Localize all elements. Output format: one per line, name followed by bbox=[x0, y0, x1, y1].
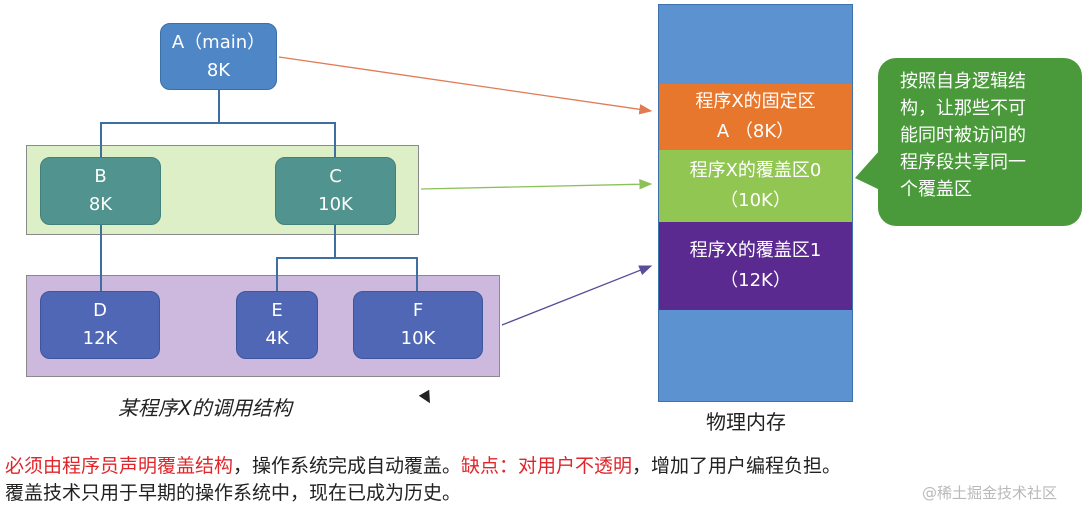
call-structure-caption: 某程序X的调用结构 bbox=[118, 396, 292, 420]
memory-overlay1-line2: （12K） bbox=[720, 270, 791, 291]
note-black-2: ，增加了用户编程负担。 bbox=[632, 455, 842, 477]
bubble-line-2: 构，让那些不可 bbox=[900, 98, 1026, 119]
node-a: A（main） 8K bbox=[160, 23, 277, 90]
memory-overlay1-line1: 程序X的覆盖区1 bbox=[689, 240, 822, 261]
tree-connector bbox=[416, 257, 418, 291]
memory-overlay0-line2: （10K） bbox=[720, 190, 791, 211]
memory-overlay0-line1: 程序X的覆盖区0 bbox=[689, 160, 822, 181]
bubble-line-3: 能同时被访问的 bbox=[900, 125, 1026, 146]
node-a-size: 8K bbox=[206, 59, 231, 81]
node-f: F 10K bbox=[353, 291, 483, 359]
tree-connector bbox=[100, 122, 102, 157]
physical-memory: 程序X的固定区 A （8K） 程序X的覆盖区0 （10K） 程序X的覆盖区1 （… bbox=[658, 4, 853, 402]
arrow-layer1-to-overlay1 bbox=[501, 265, 653, 326]
node-b-size: 8K bbox=[88, 194, 113, 215]
node-c-name: C bbox=[329, 166, 342, 187]
node-c-size: 10K bbox=[318, 194, 353, 215]
node-b-name: B bbox=[94, 166, 107, 187]
arrow-a-to-fixed bbox=[278, 56, 653, 115]
node-d-name: D bbox=[93, 300, 107, 321]
bubble-pointer bbox=[855, 150, 880, 190]
node-d: D 12K bbox=[40, 291, 160, 359]
node-d-size: 12K bbox=[82, 328, 118, 349]
tree-connector bbox=[218, 90, 220, 122]
memory-overlay-area-0: 程序X的覆盖区0 （10K） bbox=[659, 150, 852, 222]
tree-connector bbox=[276, 257, 418, 259]
memory-fixed-line2: A （8K） bbox=[716, 121, 795, 142]
tree-connector bbox=[334, 225, 336, 258]
memory-fixed-area: 程序X的固定区 A （8K） bbox=[659, 84, 852, 150]
node-e-size: 4K bbox=[265, 328, 289, 349]
mouse-cursor-icon bbox=[418, 389, 436, 407]
bubble-line-1: 按照自身逻辑结 bbox=[900, 71, 1026, 92]
node-e: E 4K bbox=[236, 291, 318, 359]
node-f-size: 10K bbox=[400, 328, 436, 349]
arrow-layer0-to-overlay0 bbox=[420, 179, 653, 190]
note-line-2: 覆盖技术只用于早期的操作系统中，现在已成为历史。 bbox=[5, 482, 462, 504]
bubble-line-4: 程序段共享同一 bbox=[900, 152, 1026, 173]
memory-overlay-area-1: 程序X的覆盖区1 （12K） bbox=[659, 222, 852, 310]
memory-fixed-line1: 程序X的固定区 bbox=[695, 91, 816, 112]
node-c: C 10K bbox=[275, 157, 396, 225]
tree-connector bbox=[100, 225, 102, 292]
physical-memory-caption: 物理内存 bbox=[706, 410, 786, 434]
tree-connector bbox=[100, 122, 336, 124]
node-a-name: A（main） bbox=[171, 31, 266, 53]
tree-connector bbox=[276, 257, 278, 291]
watermark-text: @稀土掘金技术社区 bbox=[922, 484, 1058, 502]
node-e-name: E bbox=[271, 300, 283, 321]
note-black-1: ，操作系统完成自动覆盖。 bbox=[233, 455, 462, 477]
note-line-1: 必须由程序员声明覆盖结构，操作系统完成自动覆盖。缺点：对用户不透明，增加了用户编… bbox=[5, 453, 841, 480]
note-red-1: 必须由程序员声明覆盖结构 bbox=[5, 455, 234, 477]
note-red-2: 缺点：对用户不透明 bbox=[461, 455, 633, 477]
bubble-line-5: 个覆盖区 bbox=[900, 179, 972, 200]
node-f-name: F bbox=[412, 300, 424, 321]
tree-connector bbox=[334, 122, 336, 157]
node-b: B 8K bbox=[40, 157, 161, 225]
explanation-bubble: 按照自身逻辑结 构，让那些不可 能同时被访问的 程序段共享同一 个覆盖区 bbox=[878, 58, 1082, 226]
